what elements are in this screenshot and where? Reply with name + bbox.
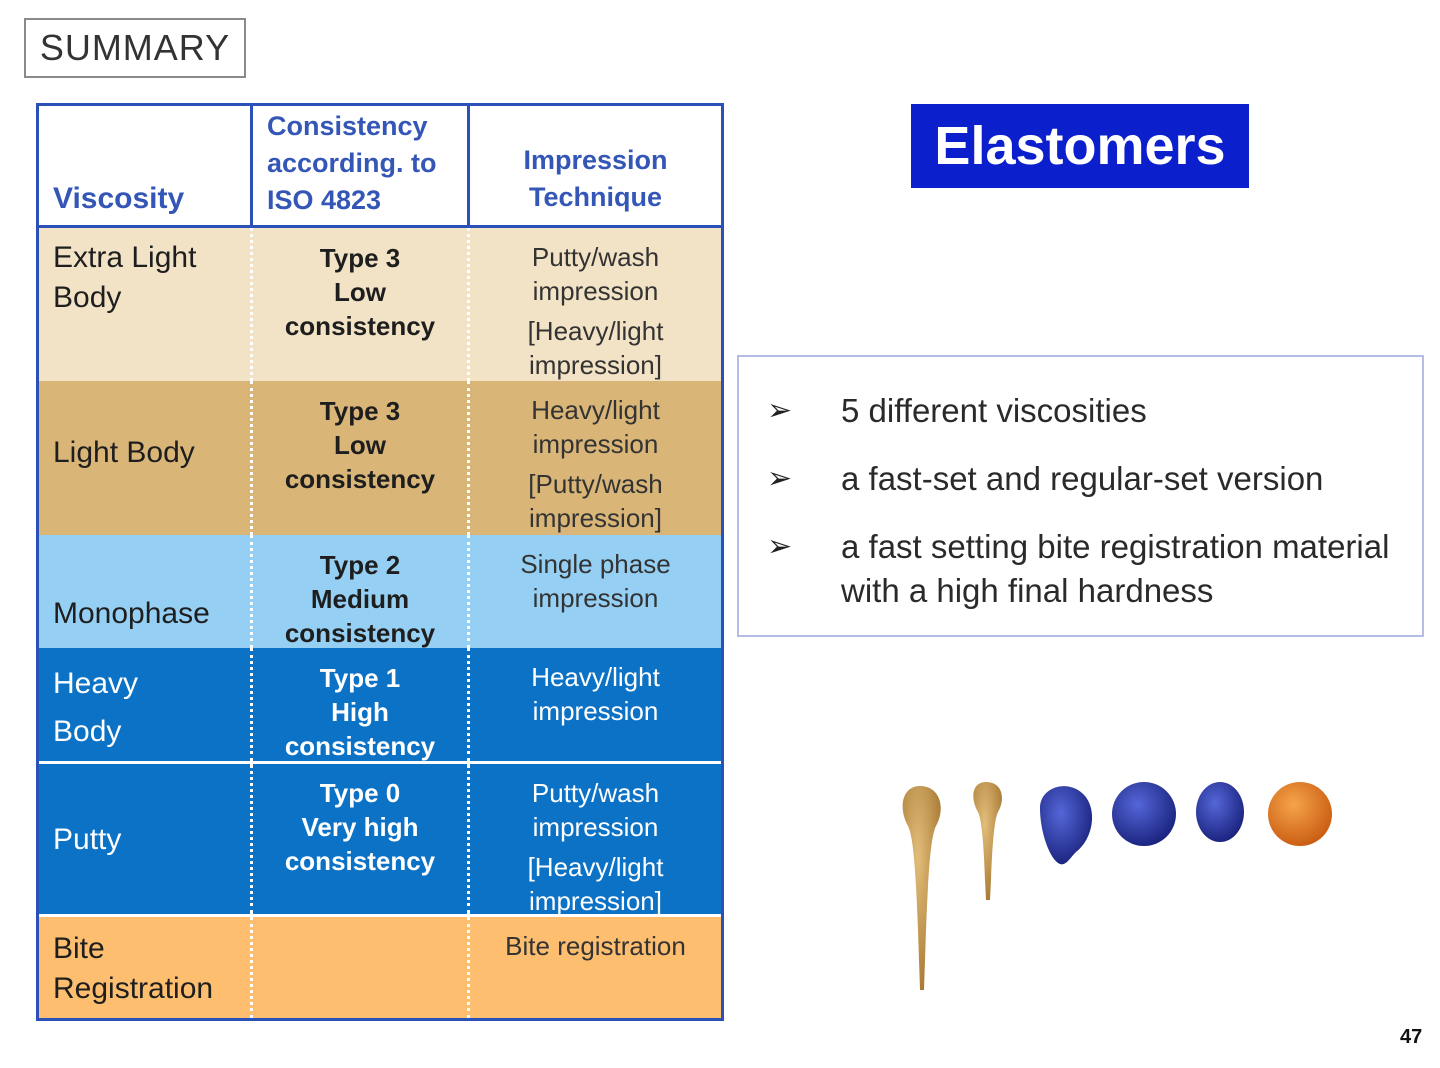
technique-line: impression] — [529, 886, 662, 916]
arrowhead-icon: ➢ — [767, 394, 793, 427]
technique-cell: Putty/wash impression [Heavy/light impre… — [467, 228, 721, 381]
bullet-text: a fast-set and regular-set version — [841, 460, 1324, 497]
bullet-text: 5 different viscosities — [841, 392, 1147, 429]
header-technique-label: Impression Technique — [470, 142, 721, 216]
technique-line: [Heavy/light — [527, 316, 664, 346]
viscosity-line: Body — [53, 281, 122, 314]
consistency-line: Medium — [310, 584, 410, 614]
consistency-cell: Type 3 Low consistency — [250, 381, 467, 535]
table-row: Extra Light Body Type 3 Low consistency … — [39, 228, 721, 381]
technique-line: impression — [532, 429, 659, 459]
viscosity-table: Viscosity Consistency according. to ISO … — [36, 103, 724, 1021]
technique-line: impression — [532, 583, 659, 613]
technique-cell: Bite registration — [467, 917, 721, 1018]
consistency-cell: Type 3 Low consistency — [250, 228, 467, 381]
header-line: Technique — [528, 182, 662, 212]
sample-blue-drop — [1040, 786, 1093, 865]
consistency-line: Type 0 — [319, 778, 401, 808]
technique-line: impression — [532, 696, 659, 726]
bullet-text: a fast setting bite registration materia… — [841, 528, 1390, 609]
consistency-line: consistency — [284, 731, 436, 761]
technique-line: Single phase — [520, 549, 671, 579]
viscosity-cell: Monophase — [39, 535, 250, 648]
technique-line: impression] — [529, 350, 662, 380]
technique-cell: Heavy/light impression [Putty/wash impre… — [467, 381, 721, 535]
technique-line: Heavy/light — [531, 662, 660, 692]
consistency-line: consistency — [284, 464, 436, 494]
table-row: Bite Registration Bite registration — [39, 914, 721, 1018]
header-line: Consistency — [267, 111, 428, 141]
table-row: Heavy Body Type 1 High consistency Heavy… — [39, 648, 721, 761]
technique-line: impression — [532, 276, 659, 306]
header-consistency: Consistency according. to ISO 4823 — [250, 106, 467, 225]
technique-cell: Single phase impression — [467, 535, 721, 648]
technique-line: [Putty/wash — [528, 469, 663, 499]
header-viscosity-label: Viscosity — [53, 182, 185, 215]
viscosity-cell: Heavy Body — [39, 648, 250, 761]
consistency-line: Low — [334, 277, 386, 307]
sample-spoon-large — [902, 786, 941, 990]
consistency-line: consistency — [284, 846, 436, 876]
viscosity-line: Putty — [53, 823, 122, 856]
consistency-cell: Type 0 Very high consistency — [250, 764, 467, 914]
page-number: 47 — [1400, 1026, 1423, 1048]
technique-line: [Heavy/light — [527, 852, 664, 882]
consistency-line: consistency — [284, 618, 436, 648]
consistency-line: Type 3 — [319, 396, 401, 426]
technique-line: Putty/wash — [531, 778, 660, 808]
arrowhead-icon: ➢ — [767, 462, 793, 495]
technique-cell: Putty/wash impression [Heavy/light impre… — [467, 764, 721, 916]
table-row: Monophase Type 2 Medium consistency Sing… — [39, 535, 721, 648]
technique-cell: Heavy/light impression — [467, 648, 721, 761]
viscosity-line: Body — [53, 715, 122, 748]
consistency-line: Type 2 — [319, 550, 401, 580]
header-line: Impression — [523, 145, 668, 175]
header-line: ISO 4823 — [267, 185, 382, 215]
consistency-cell: Type 2 Medium consistency — [250, 535, 467, 648]
technique-line: impression] — [529, 503, 662, 533]
header-technique: Impression Technique — [467, 106, 721, 225]
table-row: Light Body Type 3 Low consistency Heavy/… — [39, 381, 721, 535]
table-header-row: Viscosity Consistency according. to ISO … — [39, 106, 721, 228]
header-viscosity: Viscosity — [39, 106, 250, 225]
technique-line: Putty/wash — [531, 242, 660, 272]
sample-blue-disc-large — [1112, 782, 1176, 846]
consistency-line: Low — [334, 430, 386, 460]
consistency-line: consistency — [284, 311, 436, 341]
consistency-cell — [250, 917, 467, 1018]
viscosity-line: Registration — [53, 972, 214, 1005]
viscosity-line: Monophase — [53, 597, 210, 630]
consistency-line: Type 1 — [319, 663, 401, 693]
table-row: Putty Type 0 Very high consistency Putty… — [39, 761, 721, 916]
header-line: according. to — [267, 148, 437, 178]
viscosity-cell: Light Body — [39, 381, 250, 535]
title-banner: Elastomers — [911, 104, 1249, 188]
viscosity-line: Bite — [53, 932, 105, 965]
bullet-list: ➢ 5 different viscosities ➢ a fast-set a… — [737, 355, 1424, 637]
technique-line: Bite registration — [505, 931, 686, 961]
sample-orange-disc — [1268, 782, 1332, 846]
sample-blue-disc-small — [1196, 782, 1244, 842]
consistency-cell: Type 1 High consistency — [250, 648, 467, 761]
viscosity-cell: Putty — [39, 764, 250, 914]
arrowhead-icon: ➢ — [767, 530, 793, 563]
consistency-line: Type 3 — [319, 243, 401, 273]
material-samples-image — [902, 782, 1332, 990]
viscosity-line: Extra Light — [53, 241, 197, 274]
viscosity-line: Heavy — [53, 667, 139, 700]
viscosity-cell: Bite Registration — [39, 917, 250, 1018]
viscosity-line: Light Body — [53, 436, 195, 469]
header-consistency-label: Consistency according. to ISO 4823 — [267, 108, 437, 219]
technique-line: impression — [532, 812, 659, 842]
technique-line: Heavy/light — [531, 395, 660, 425]
summary-label: SUMMARY — [24, 18, 246, 78]
consistency-line: High — [331, 697, 389, 727]
consistency-line: Very high — [301, 812, 419, 842]
sample-spoon-small — [973, 782, 1002, 900]
viscosity-cell: Extra Light Body — [39, 228, 250, 381]
